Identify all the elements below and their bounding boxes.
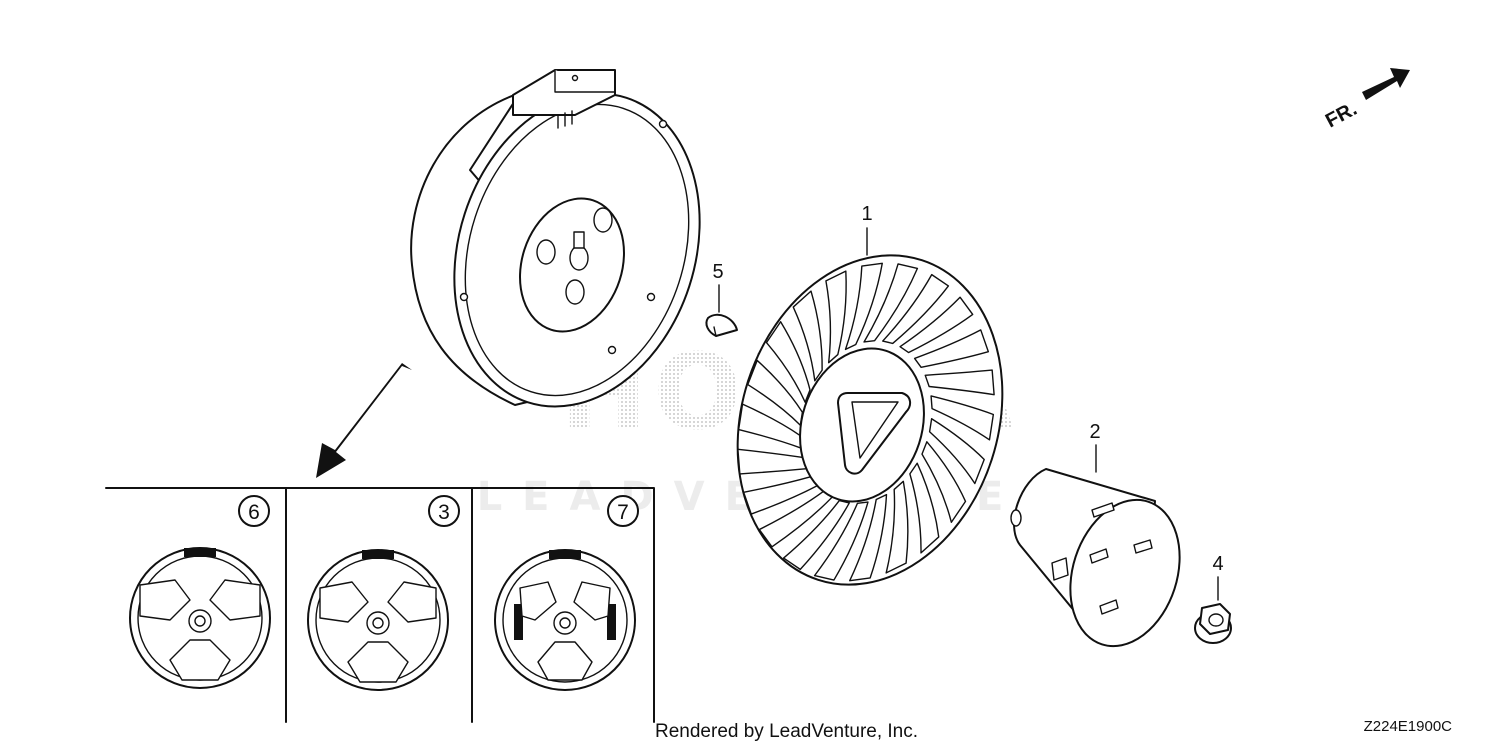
fan-blade [930,395,995,441]
variant-label: 6 [248,501,260,524]
fan-blade [742,475,819,515]
fan-blades [737,262,995,582]
fan-blade [758,490,833,548]
fan-blade [913,329,990,369]
flywheel [410,69,701,408]
variant-label: 3 [438,501,450,524]
cooling-fan: 1 [736,203,1004,586]
fan-blade [863,263,919,343]
flange-nut: 4 [1194,553,1232,644]
fan-blade [909,462,940,554]
variant-label-circle [607,495,639,527]
arrow-right-icon [1362,68,1410,100]
variant-3: 3 [307,495,460,691]
diagram-code: Z224E1900C [1364,718,1453,735]
detail-arrow [316,363,412,478]
variant-label-circle [238,495,270,527]
fan-callout: 1 [861,203,872,225]
key: 5 [705,261,738,337]
variant-label: 7 [617,501,629,524]
fan-blade [885,480,909,574]
rendered-by: Rendered by LeadVenture, Inc. [655,721,918,742]
fan-blade [882,273,950,345]
pulley-callout: 2 [1089,421,1100,443]
fan-blade [765,321,811,403]
variant-7: 7 [494,495,639,691]
fan-blade [844,262,883,351]
starter-pulley: 2 [1010,421,1181,648]
nut-callout: 4 [1212,553,1223,575]
direction-label: FR. [1322,98,1361,133]
key-callout: 5 [712,261,723,283]
fan-blade [899,296,974,354]
variant-panel [105,487,655,723]
fan-blade [782,499,850,571]
fan-blade [924,369,995,396]
fan-blade [928,418,985,485]
fan-blade [813,501,869,581]
fan-blade [792,290,823,382]
direction-marker: FR. [1322,68,1410,132]
variant-6: 6 [129,495,271,689]
fan-blade [849,493,888,582]
fan-blade [737,448,808,475]
variant-label-circle [428,495,460,527]
fan-blade [825,270,847,364]
fan-blade [747,359,804,426]
fan-blade [737,403,802,449]
fan-blade [921,441,967,523]
